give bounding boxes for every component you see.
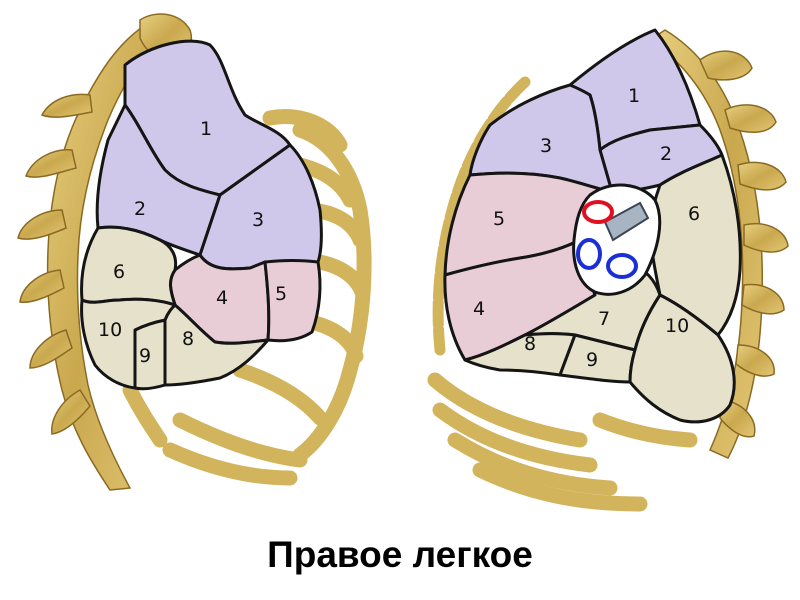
label-medial-4: 4 [473, 298, 485, 320]
lateral-view [17, 13, 372, 491]
label-medial-3: 3 [540, 135, 552, 157]
ribs-right [427, 76, 698, 512]
lung-lateral [80, 39, 323, 391]
label-lateral-3: 3 [252, 209, 264, 231]
segment-labels: 1 2 3 4 5 6 8 9 10 1 2 3 4 5 6 7 8 9 10 [98, 85, 700, 371]
ribs-left [122, 109, 372, 486]
label-medial-1: 1 [628, 85, 640, 107]
label-medial-7: 7 [598, 308, 610, 330]
bronchus [603, 201, 650, 242]
lung-diagram: 1 2 3 4 5 6 8 9 10 1 2 3 4 5 6 7 8 9 10 [17, 13, 789, 512]
vein-lower-opening [606, 253, 638, 279]
label-lateral-8: 8 [182, 328, 194, 350]
spine-right [648, 29, 789, 459]
label-medial-6: 6 [688, 203, 700, 225]
spine-left [17, 13, 192, 491]
label-lateral-5: 5 [275, 283, 287, 305]
segment-2-lateral [95, 103, 222, 257]
segment-10-medial [628, 293, 736, 424]
label-lateral-2: 2 [134, 198, 146, 220]
label-medial-8: 8 [524, 333, 536, 355]
lung-hilum [572, 183, 662, 296]
medial-view [427, 28, 789, 512]
segment-5-lateral [263, 259, 322, 343]
label-medial-5: 5 [493, 208, 505, 230]
label-medial-9: 9 [586, 349, 598, 371]
vein-upper-opening [576, 238, 602, 270]
label-medial-10: 10 [665, 315, 689, 337]
artery-opening [582, 200, 614, 224]
label-lateral-10: 10 [98, 319, 122, 341]
label-medial-2: 2 [660, 143, 672, 165]
label-lateral-4: 4 [216, 287, 228, 309]
label-lateral-9: 9 [139, 345, 151, 367]
segment-10-lateral [80, 297, 177, 390]
lung-medial [443, 28, 742, 424]
label-lateral-6: 6 [113, 261, 125, 283]
figure-title: Правое легкое [267, 534, 533, 575]
label-lateral-1: 1 [200, 118, 212, 140]
